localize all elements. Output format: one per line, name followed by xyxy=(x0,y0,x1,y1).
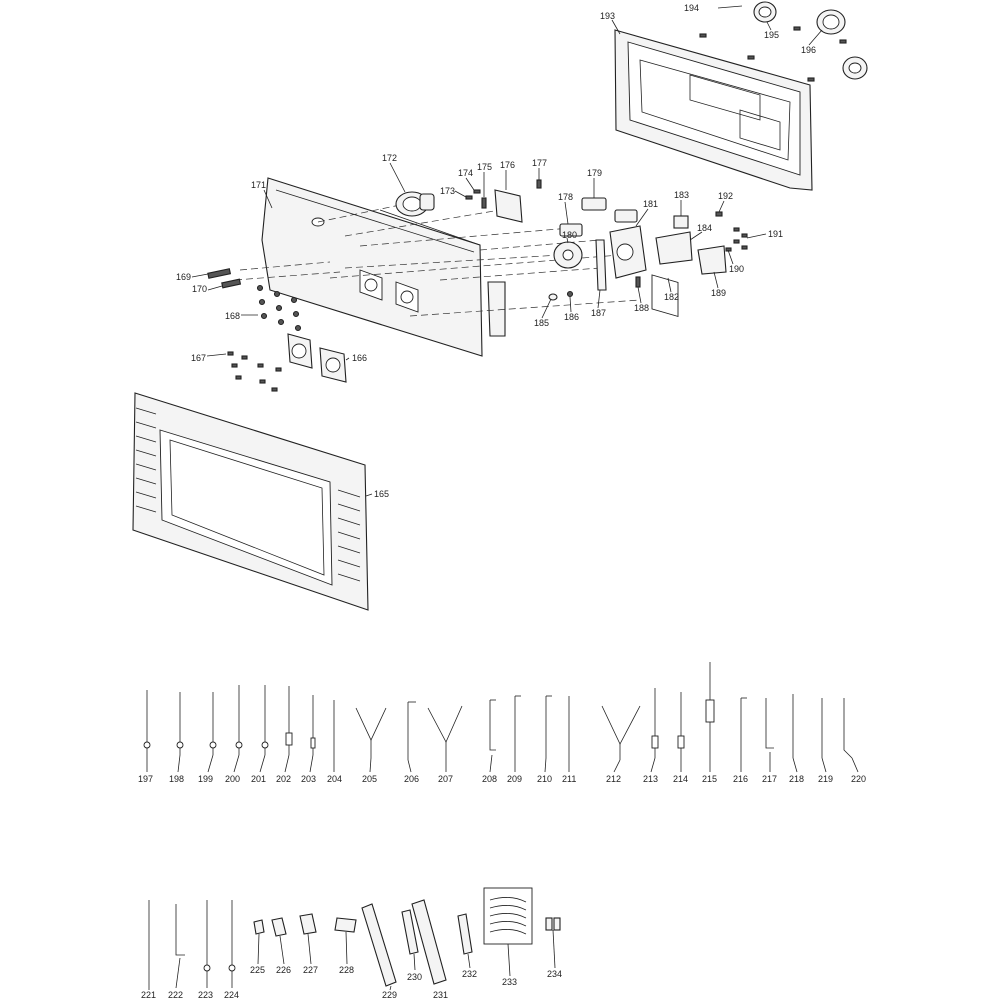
label-220: 220 xyxy=(851,774,866,784)
label-228: 228 xyxy=(339,965,354,975)
label-186: 186 xyxy=(564,312,579,322)
bracket-183-184 xyxy=(655,215,727,275)
switch-178 xyxy=(559,223,583,237)
label-216: 216 xyxy=(733,774,748,784)
label-166: 166 xyxy=(352,353,367,363)
label-204: 204 xyxy=(327,774,342,784)
parts-190-192 xyxy=(715,211,748,252)
label-230: 230 xyxy=(407,972,422,982)
label-200: 200 xyxy=(225,774,240,784)
label-181: 181 xyxy=(643,199,658,209)
label-225: 225 xyxy=(250,965,265,975)
knob-195 xyxy=(753,1,777,23)
label-192: 192 xyxy=(718,191,733,201)
label-219: 219 xyxy=(818,774,833,784)
parts-185-186-188 xyxy=(548,276,641,301)
label-215: 215 xyxy=(702,774,717,784)
label-197: 197 xyxy=(138,774,153,784)
switch-179 xyxy=(581,197,638,223)
label-187: 187 xyxy=(591,308,606,318)
label-201: 201 xyxy=(251,774,266,784)
label-183: 183 xyxy=(674,190,689,200)
wire-row-2 xyxy=(148,887,561,988)
label-185: 185 xyxy=(534,318,549,328)
label-188: 188 xyxy=(634,303,649,313)
label-222: 222 xyxy=(168,990,183,1000)
label-175: 175 xyxy=(477,162,492,172)
label-194: 194 xyxy=(684,3,699,13)
outlets-166 xyxy=(287,333,347,383)
label-172: 172 xyxy=(382,153,397,163)
label-211: 211 xyxy=(562,774,576,784)
label-174: 174 xyxy=(458,168,473,178)
parts-173-177 xyxy=(465,179,542,223)
label-208: 208 xyxy=(482,774,497,784)
label-206: 206 xyxy=(404,774,419,784)
screws-194 xyxy=(699,5,847,82)
label-168: 168 xyxy=(225,311,240,321)
label-170: 170 xyxy=(192,284,207,294)
bolt-170 xyxy=(221,278,242,289)
label-189: 189 xyxy=(711,288,726,298)
label-202: 202 xyxy=(276,774,291,784)
label-209: 209 xyxy=(507,774,522,784)
label-227: 227 xyxy=(303,965,318,975)
label-217: 217 xyxy=(762,774,777,784)
label-198: 198 xyxy=(169,774,184,784)
bolt-169 xyxy=(207,268,232,279)
label-196: 196 xyxy=(801,45,816,55)
bracket-187 xyxy=(595,239,607,291)
label-195: 195 xyxy=(764,30,779,40)
wire-row-1 xyxy=(143,662,853,765)
label-177: 177 xyxy=(532,158,547,168)
label-223: 223 xyxy=(198,990,213,1000)
knob-196 xyxy=(816,9,868,80)
label-193: 193 xyxy=(600,11,615,21)
screws-167 xyxy=(227,351,282,392)
label-182: 182 xyxy=(664,292,679,302)
label-191: 191 xyxy=(768,229,783,239)
label-176: 176 xyxy=(500,160,515,170)
label-190: 190 xyxy=(729,264,744,274)
label-214: 214 xyxy=(673,774,688,784)
label-178: 178 xyxy=(558,192,573,202)
label-167: 167 xyxy=(191,353,206,363)
label-184: 184 xyxy=(697,223,712,233)
label-171: 171 xyxy=(251,180,266,190)
label-226: 226 xyxy=(276,965,291,975)
label-169: 169 xyxy=(176,272,191,282)
label-165: 165 xyxy=(374,489,389,499)
label-231: 231 xyxy=(433,990,448,1000)
label-199: 199 xyxy=(198,774,213,784)
label-212: 212 xyxy=(606,774,621,784)
meter-180 xyxy=(553,241,583,269)
nuts-168 xyxy=(256,284,302,332)
label-173: 173 xyxy=(440,186,455,196)
label-203: 203 xyxy=(301,774,316,784)
label-205: 205 xyxy=(362,774,377,784)
front-bezel-165 xyxy=(132,392,369,611)
label-232: 232 xyxy=(462,969,477,979)
label-224: 224 xyxy=(224,990,239,1000)
label-218: 218 xyxy=(789,774,804,784)
part-labels: 165 166 167 168 169 170 171 172 173 174 … xyxy=(138,3,866,1000)
row-leader-lines xyxy=(146,752,859,991)
label-213: 213 xyxy=(643,774,658,784)
breaker-172 xyxy=(395,191,435,217)
control-panel-171 xyxy=(261,177,506,357)
label-221: 221 xyxy=(141,990,156,1000)
label-207: 207 xyxy=(438,774,453,784)
label-210: 210 xyxy=(537,774,552,784)
label-229: 229 xyxy=(382,990,397,1000)
label-234: 234 xyxy=(547,969,562,979)
leader-lines xyxy=(191,19,823,497)
label-233: 233 xyxy=(502,977,517,987)
label-180: 180 xyxy=(562,230,577,240)
label-179: 179 xyxy=(587,168,602,178)
rear-housing-193 xyxy=(614,29,813,317)
dashed-guide-lines xyxy=(234,204,641,317)
control-box-181 xyxy=(609,225,647,279)
